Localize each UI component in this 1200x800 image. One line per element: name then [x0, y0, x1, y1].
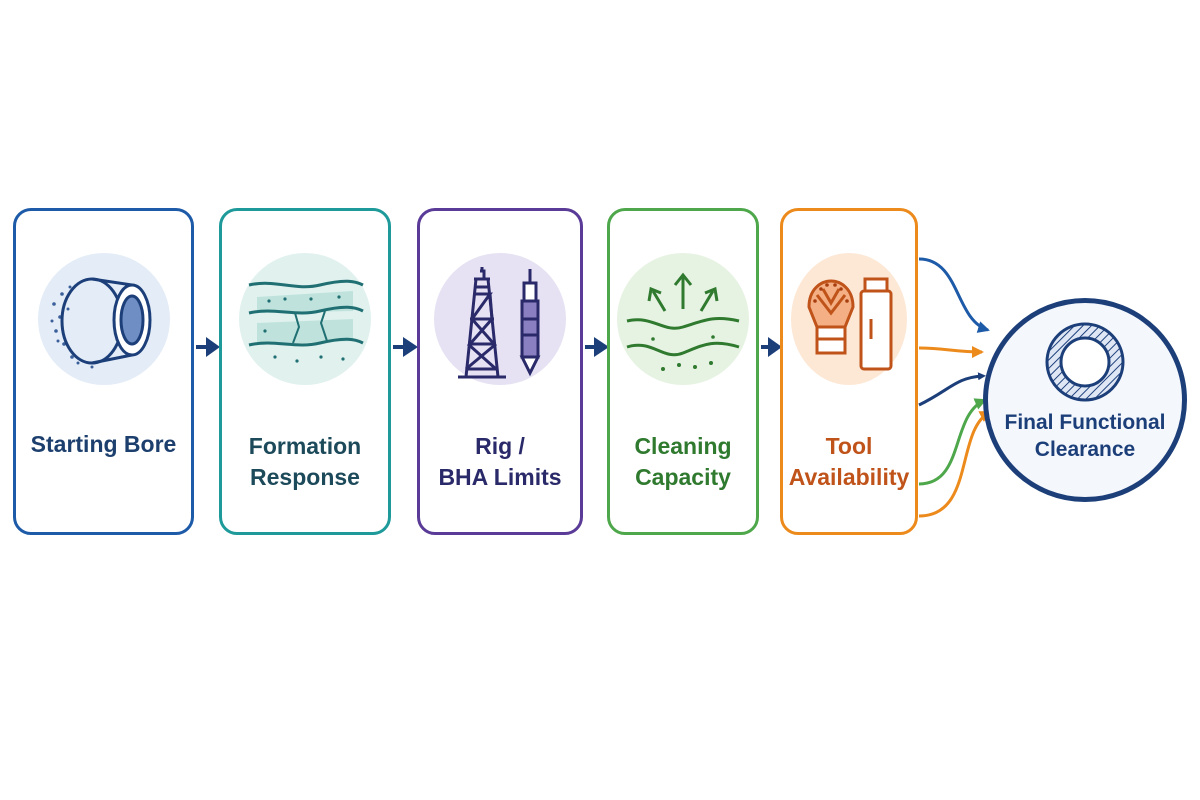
converge-arrow-1: [918, 257, 990, 333]
cleaning-flow-icon: [610, 249, 756, 387]
converge-arrow-2: [918, 345, 984, 358]
rock-layers-icon: [222, 249, 388, 387]
converge-arrow-4: [918, 398, 987, 486]
arrow-2-3: [393, 337, 418, 357]
arrow-3-4: [585, 337, 609, 357]
step-label: Starting Bore: [30, 431, 177, 457]
step-card-starting-bore: Starting Bore: [13, 208, 194, 535]
step-label: Rig /BHA Limits: [438, 433, 562, 490]
drilling-rig-and-tool-icon: [420, 249, 580, 387]
arrow-1-2: [196, 337, 220, 357]
converge-arrow-5: [918, 410, 992, 518]
arrow-4-5: [761, 337, 782, 357]
bit-and-tool-icon: [783, 249, 915, 387]
converge-arrow-3: [918, 372, 986, 407]
bore-pipe-icon: [16, 249, 191, 387]
clearance-ring-icon: [1045, 322, 1125, 402]
step-card-rig-bha-limits: Rig /BHA Limits: [417, 208, 583, 535]
